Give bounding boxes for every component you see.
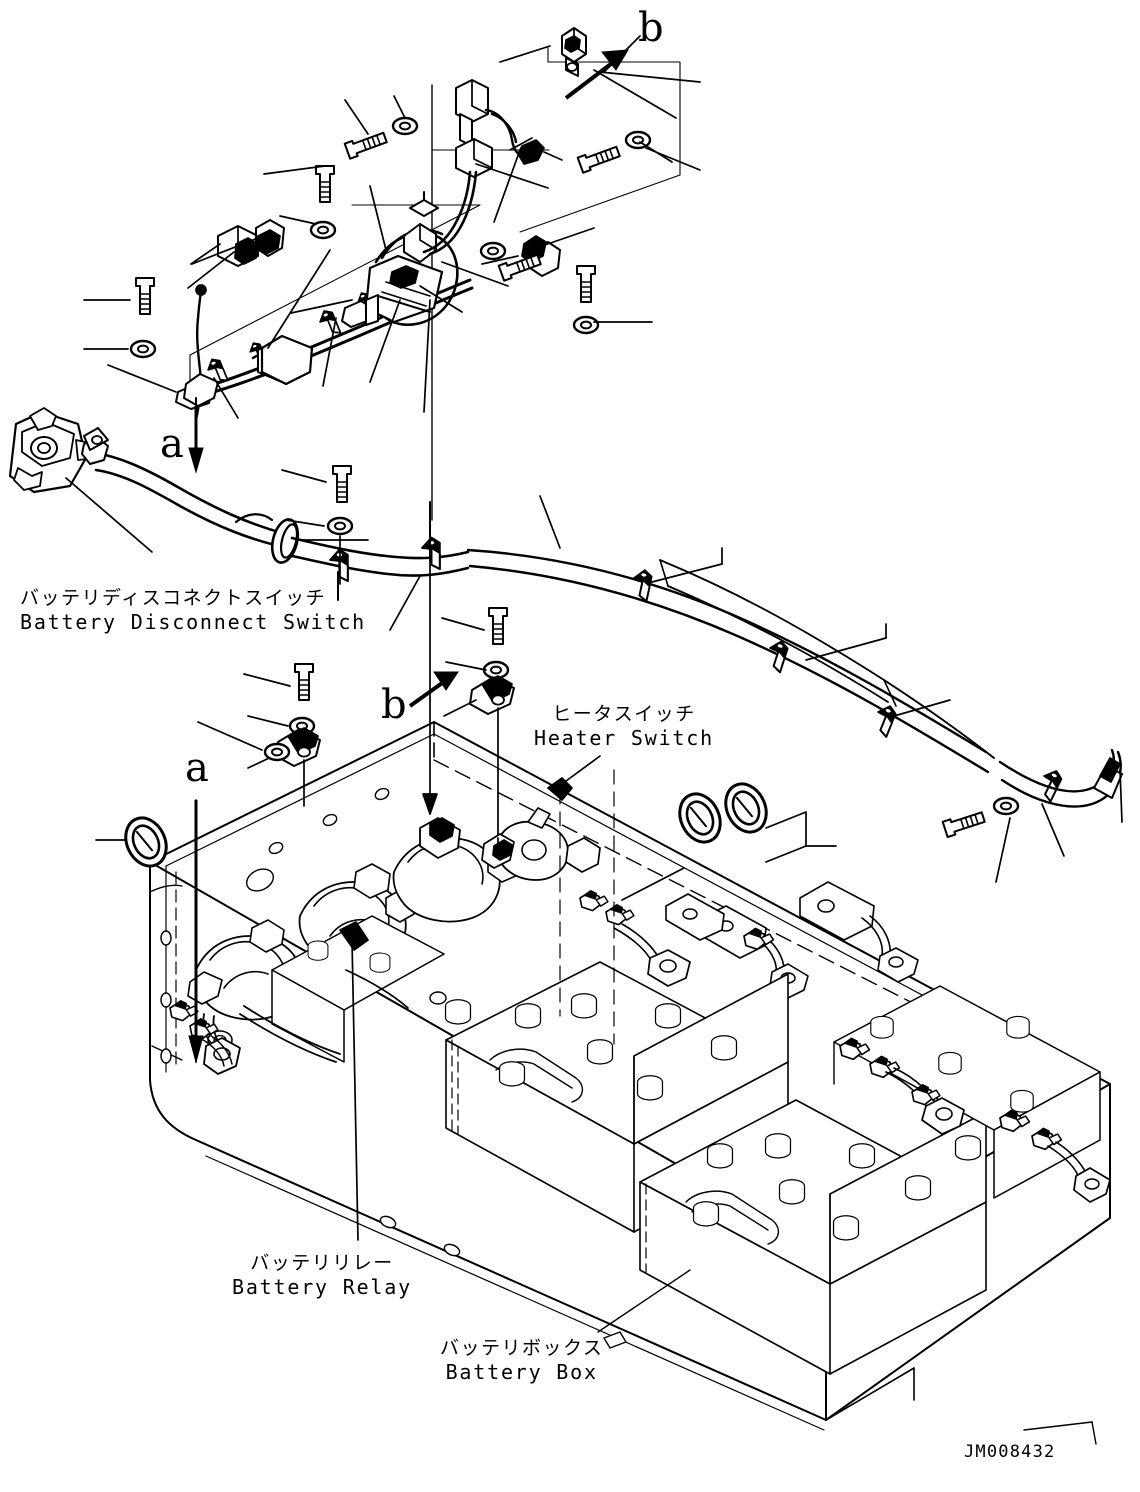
label-battery-disconnect-switch: バッテリディスコネクトスイッチ Battery Disconnect Switc…: [20, 587, 367, 634]
label-battery-relay: バッテリリレー Battery Relay: [232, 1252, 412, 1299]
section-marker-a-lower: a: [185, 745, 209, 791]
label-heater-switch: ヒータスイッチ Heater Switch: [534, 703, 714, 750]
label-en: Battery Disconnect Switch: [20, 609, 367, 634]
section-marker-b-upper: b: [638, 5, 664, 51]
label-jp: ヒータスイッチ: [552, 703, 696, 725]
drawing-number: JM008432: [964, 1442, 1056, 1462]
label-jp: バッテリリレー: [250, 1252, 394, 1274]
section-marker-b-lower: b: [381, 682, 407, 728]
section-marker-a-upper: a: [160, 421, 184, 467]
label-en: Battery Relay: [232, 1274, 412, 1299]
label-jp: バッテリディスコネクトスイッチ: [20, 587, 327, 609]
label-en: Battery Box: [445, 1359, 598, 1384]
label-jp: バッテリボックス: [440, 1337, 604, 1359]
label-battery-box: バッテリボックス Battery Box: [440, 1337, 604, 1384]
label-en: Heater Switch: [534, 725, 714, 750]
